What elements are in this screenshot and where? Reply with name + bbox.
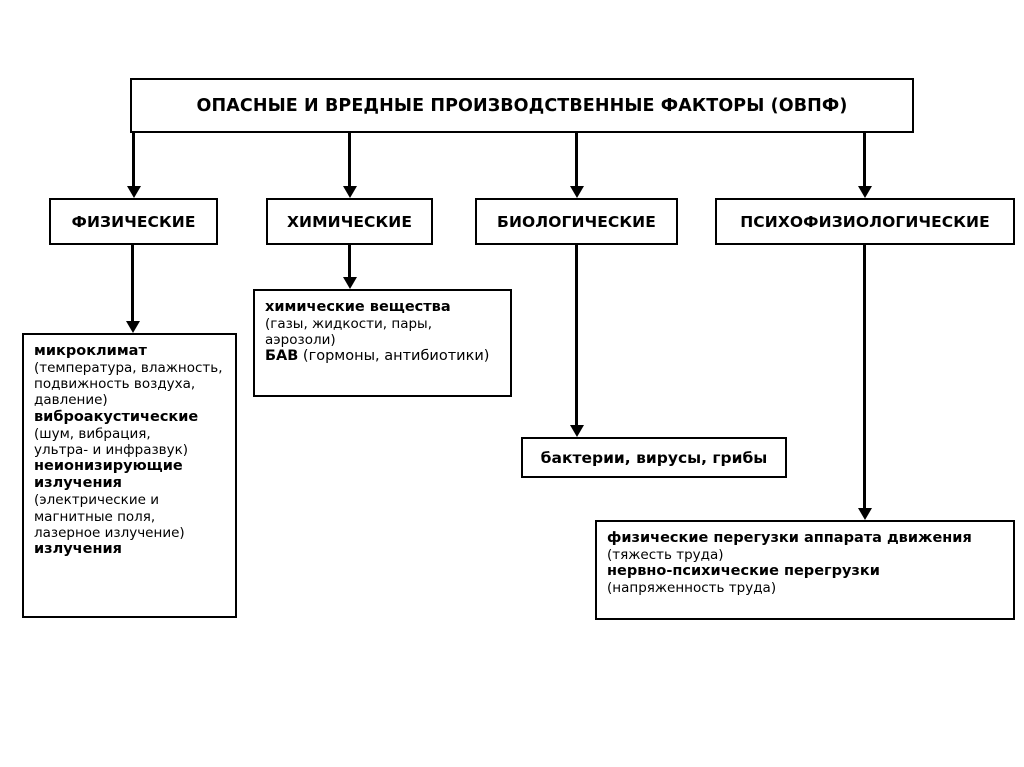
detail-physical-line-5: виброакустические: [34, 408, 199, 425]
detail-chemical-line-4-bold: БАВ: [265, 348, 299, 365]
category-label-physical: ФИЗИЧЕСКИЕ: [71, 212, 196, 231]
category-label-psychophysiological: ПСИХОФИЗИОЛОГИЧЕСКИЕ: [740, 212, 990, 231]
category-box-biological: БИОЛОГИЧЕСКИЕ: [475, 198, 678, 245]
detail-biological-line-1: бактерии, вирусы, грибы: [540, 448, 768, 467]
detail-psychophysiological-line-1: физические перегузки аппарата движения: [607, 530, 972, 546]
detail-physical-line-7: ультра- и инфразвук): [34, 441, 189, 458]
root-node-box: ОПАСНЫЕ И ВРЕДНЫЕ ПРОИЗВОДСТВЕННЫЕ ФАКТО…: [130, 78, 914, 133]
detail-psychophysiological-line-3: нервно-психические перегрузки: [607, 563, 880, 580]
detail-box-physical: микроклимат (температура, влажность, под…: [22, 333, 237, 618]
detail-psychophysiological-line-2: (тяжесть труда): [607, 547, 724, 564]
category-box-psychophysiological: ПСИХОФИЗИОЛОГИЧЕСКИЕ: [715, 198, 1015, 245]
connector-chemical-to-detail: [348, 245, 351, 277]
detail-physical-line-10: (электрические и: [34, 492, 159, 509]
arrowhead-biological-to-detail: [570, 425, 584, 437]
detail-physical-line-6: (шум, вибрация,: [34, 425, 151, 442]
arrowhead-chemical-to-detail: [343, 277, 357, 289]
arrowhead-root-to-physical: [127, 186, 141, 198]
detail-chemical-line-4: БАВ (гормоны, антибиотики): [265, 348, 500, 365]
arrowhead-root-to-biological: [570, 186, 584, 198]
detail-box-biological: бактерии, вирусы, грибы: [521, 437, 787, 478]
detail-physical-line-8: неионизирующие: [34, 458, 183, 475]
category-box-physical: ФИЗИЧЕСКИЕ: [49, 198, 218, 245]
detail-box-chemical: химические вещества (газы, жидкости, пар…: [253, 289, 512, 397]
detail-chemical-line-1: химические вещества: [265, 299, 451, 315]
arrowhead-root-to-chemical: [343, 186, 357, 198]
detail-physical-line-13: излучения: [34, 540, 122, 557]
detail-physical-line-4: давление): [34, 392, 108, 409]
detail-physical-line-9: излучения: [34, 475, 122, 492]
connector-psychophysiological-to-detail: [863, 245, 866, 508]
detail-physical-line-11: магнитные поля,: [34, 508, 156, 525]
connector-root-to-biological: [575, 131, 578, 186]
root-node-label: ОПАСНЫЕ И ВРЕДНЫЕ ПРОИЗВОДСТВЕННЫЕ ФАКТО…: [196, 95, 848, 116]
arrowhead-root-to-psychophysiological: [858, 186, 872, 198]
detail-physical-line-12: лазерное излучение): [34, 524, 185, 541]
connector-biological-to-detail: [575, 245, 578, 425]
arrowhead-psychophysiological-to-detail: [858, 508, 872, 520]
connector-root-to-physical: [132, 131, 135, 186]
detail-chemical-line-3: аэрозоли): [265, 332, 336, 349]
detail-box-psychophysiological: физические перегузки аппарата движения (…: [595, 520, 1015, 620]
connector-root-to-chemical: [348, 131, 351, 186]
detail-chemical-line-2: (газы, жидкости, пары,: [265, 316, 432, 333]
connector-physical-to-detail: [131, 245, 134, 321]
detail-chemical-line-4-normal: (гормоны, антибиотики): [298, 348, 490, 365]
category-label-biological: БИОЛОГИЧЕСКИЕ: [497, 212, 656, 231]
category-box-chemical: ХИМИЧЕСКИЕ: [266, 198, 433, 245]
detail-physical-line-2: (температура, влажность,: [34, 360, 223, 377]
category-label-chemical: ХИМИЧЕСКИЕ: [286, 212, 413, 231]
detail-physical-line-1: микроклимат: [34, 343, 147, 359]
connector-root-to-psychophysiological: [863, 131, 866, 186]
arrowhead-physical-to-detail: [126, 321, 140, 333]
detail-psychophysiological-line-4: (напряженность труда): [607, 580, 777, 597]
detail-physical-line-3: подвижность воздуха,: [34, 376, 196, 393]
